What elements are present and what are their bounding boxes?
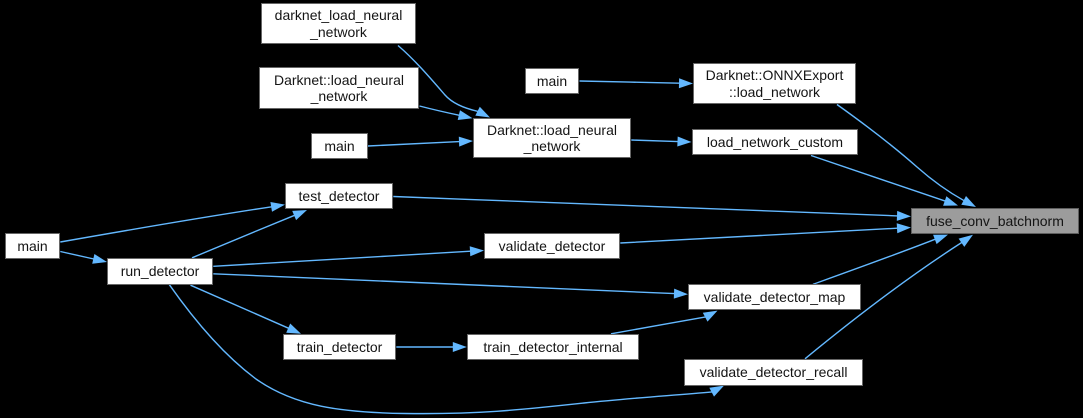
node-darknet_load_neural_network[interactable]: darknet_load_neural_network	[261, 3, 416, 44]
edge-darknet_load_neural_network-to-Darknet_load_neural_network	[397, 44, 479, 113]
arrowhead-main_loader-to-Darknet_load_neural_network	[458, 136, 473, 147]
node-label-line: validate_detector	[498, 237, 606, 254]
edge-run_detector-to-validate_detector	[213, 250, 471, 267]
arrowhead-validate_detector_map-to-fuse_conv_batchnorm	[933, 234, 948, 245]
arrowhead-Darknet_load_neural_network-to-load_network_custom	[677, 136, 692, 147]
node-label-line: Darknet::load_neural	[274, 71, 404, 88]
edge-run_detector-to-test_detector	[191, 214, 295, 259]
node-validate_detector[interactable]: validate_detector	[484, 233, 620, 259]
node-validate_detector_recall[interactable]: validate_detector_recall	[684, 359, 863, 386]
arrowhead-validate_detector_recall-to-fuse_conv_batchnorm	[958, 234, 973, 247]
edge-Darknet_load_neural_network_caller-to-Darknet_load_neural_network	[419, 105, 460, 116]
edge-main-to-run_detector	[60, 250, 94, 260]
edge-run_detector-to-validate_detector_recall	[168, 283, 713, 415]
arrowhead-run_detector-to-validate_detector	[469, 246, 484, 257]
arrowhead-darknet_load_neural_network-to-Darknet_load_neural_network	[475, 106, 490, 118]
node-label-line: main	[324, 137, 355, 154]
edge-run_detector-to-train_detector	[190, 284, 289, 329]
node-main[interactable]: main	[5, 233, 60, 259]
arrowhead-load_network_custom-to-fuse_conv_batchnorm	[943, 196, 958, 206]
arrowhead-main_onnx-to-Darknet_ONNXExport_load_network	[678, 78, 693, 89]
node-label-line: load_network_custom	[706, 133, 844, 150]
arrowhead-Darknet_load_neural_network_caller-to-Darknet_load_neural_network	[457, 110, 473, 120]
node-load_network_custom[interactable]: load_network_custom	[692, 129, 858, 155]
arrowhead-train_detector-to-train_detector_internal	[452, 342, 467, 352]
edge-run_detector-to-validate_detector_map	[213, 273, 675, 295]
arrowhead-test_detector-to-fuse_conv_batchnorm	[896, 210, 911, 221]
edge-train_detector_internal-to-validate_detector_map	[610, 316, 706, 335]
node-label-line: main	[536, 72, 568, 89]
node-run_detector[interactable]: run_detector	[107, 258, 213, 285]
node-label-line: train_detector_internal	[483, 338, 623, 355]
node-Darknet_load_neural_network[interactable]: Darknet::load_neural_network	[473, 118, 631, 158]
node-test_detector[interactable]: test_detector	[285, 183, 393, 209]
node-label-line: validate_detector_map	[703, 288, 846, 305]
arrowhead-run_detector-to-validate_detector_map	[673, 288, 688, 299]
arrowhead-train_detector_internal-to-validate_detector_map	[702, 310, 718, 322]
node-train_detector_internal[interactable]: train_detector_internal	[467, 334, 639, 360]
arrowhead-validate_detector-to-fuse_conv_batchnorm	[896, 223, 911, 234]
arrowhead-run_detector-to-train_detector	[286, 323, 301, 334]
node-train_detector[interactable]: train_detector	[283, 334, 396, 360]
arrowhead-main-to-run_detector	[92, 254, 107, 264]
edge-main_onnx-to-Darknet_ONNXExport_load_network	[579, 80, 680, 84]
node-label-line: ::load_network	[728, 83, 821, 100]
node-label-line: main	[17, 237, 48, 254]
node-label-line: _network	[523, 138, 581, 154]
node-label-line: darknet_load_neural	[274, 7, 403, 23]
node-label-line: fuse_conv_batchnorm	[926, 212, 1064, 229]
node-label-line: Darknet::load_neural	[487, 121, 617, 138]
arrowhead-run_detector-to-validate_detector_recall	[709, 385, 724, 397]
node-label-line: validate_detector_recall	[699, 364, 848, 381]
edge-Darknet_load_neural_network-to-load_network_custom	[631, 139, 679, 143]
edge-validate_detector_recall-to-fuse_conv_batchnorm	[804, 241, 963, 360]
arrowhead-main-to-test_detector	[270, 202, 285, 212]
edge-main_loader-to-Darknet_load_neural_network	[367, 140, 460, 147]
edge-main-to-test_detector	[60, 206, 272, 243]
edge-load_network_custom-to-fuse_conv_batchnorm	[810, 154, 946, 202]
node-Darknet_ONNXExport_load_network[interactable]: Darknet::ONNXExport::load_network	[693, 63, 856, 104]
node-label-line: _network	[310, 23, 367, 40]
node-label-line: test_detector	[298, 187, 380, 204]
node-label-line: Darknet::ONNXExport	[705, 67, 844, 83]
edge-validate_detector_map-to-fuse_conv_batchnorm	[812, 238, 936, 285]
node-Darknet_load_neural_network_caller[interactable]: Darknet::load_neural_network	[259, 67, 419, 109]
edge-Darknet_ONNXExport_load_network-to-fuse_conv_batchnorm	[836, 103, 965, 202]
node-label-line: train_detector	[296, 338, 383, 355]
edge-test_detector-to-fuse_conv_batchnorm	[393, 195, 898, 217]
node-main_onnx[interactable]: main	[525, 68, 579, 94]
arrowhead-Darknet_ONNXExport_load_network-to-fuse_conv_batchnorm	[961, 196, 976, 207]
node-main_loader[interactable]: main	[311, 133, 368, 159]
node-label-line: run_detector	[120, 263, 200, 280]
node-fuse_conv_batchnorm[interactable]: fuse_conv_batchnorm	[911, 208, 1079, 234]
node-label-line: _network	[310, 88, 368, 104]
edge-validate_detector-to-fuse_conv_batchnorm	[620, 227, 898, 244]
node-validate_detector_map[interactable]: validate_detector_map	[688, 284, 861, 310]
arrowhead-run_detector-to-test_detector	[292, 210, 307, 221]
